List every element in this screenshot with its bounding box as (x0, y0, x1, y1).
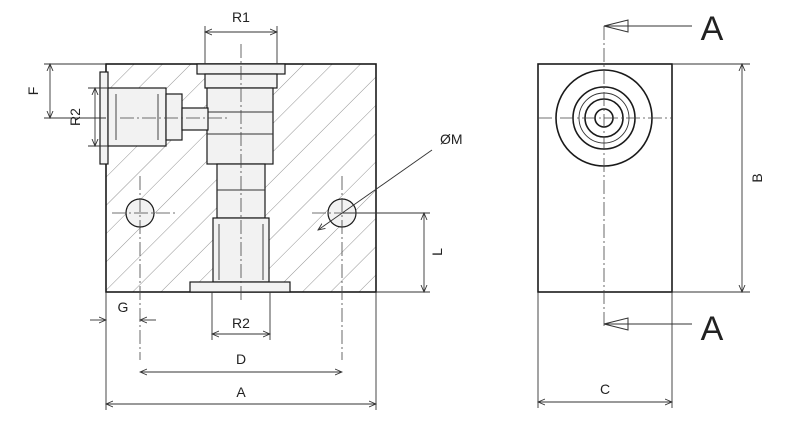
side-dimension-lines (538, 64, 750, 408)
dimension-lines (44, 26, 433, 410)
section-label-bottom: A (701, 310, 724, 348)
label-om: ØM (440, 131, 463, 147)
label-b: B (749, 173, 765, 182)
label-a: A (236, 384, 246, 400)
label-l: L (429, 248, 445, 256)
front-section-view (99, 44, 377, 360)
label-g: G (118, 299, 129, 315)
side-view (537, 26, 673, 328)
side-block-outline (537, 63, 673, 293)
label-r2-bottom: R2 (232, 315, 250, 331)
section-markers (603, 19, 692, 331)
label-f: F (25, 87, 41, 96)
label-d: D (236, 351, 246, 367)
label-r2-left: R2 (67, 108, 83, 126)
section-label-top: A (701, 10, 724, 48)
label-c: C (600, 381, 610, 397)
label-r1: R1 (232, 9, 250, 25)
